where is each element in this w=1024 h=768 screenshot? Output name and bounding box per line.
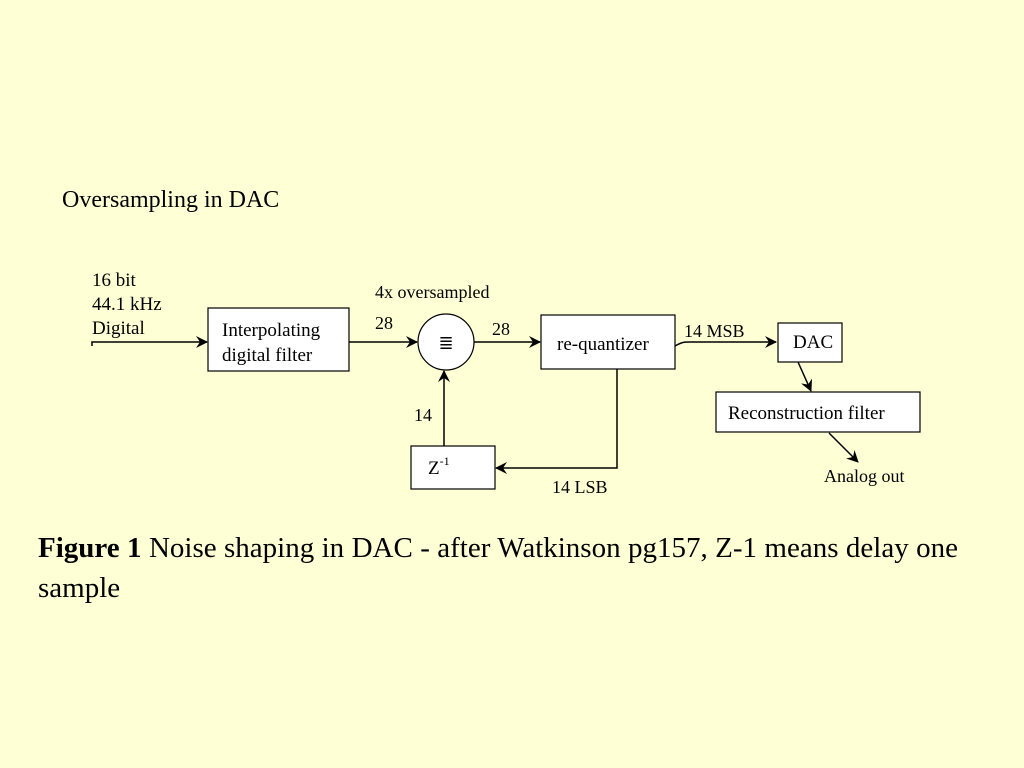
diagram-title: Oversampling in DAC xyxy=(62,187,280,213)
delay-base: Z xyxy=(428,458,440,479)
reconstruction-filter-block: Reconstruction filter xyxy=(715,391,921,433)
oversampled-label: 4x oversampled xyxy=(375,282,489,302)
msb-arrow xyxy=(674,336,777,348)
input-label-digital: Digital xyxy=(92,318,145,339)
feedback-width-label: 14 xyxy=(414,405,432,425)
msb-label: 14 MSB xyxy=(684,321,745,341)
delay-label: Z-1 xyxy=(428,454,450,479)
requantizer-label: re-quantizer xyxy=(557,334,649,355)
filter-out-width-label: 28 xyxy=(375,313,393,333)
dac-label: DAC xyxy=(793,332,833,353)
interpolating-filter-block: Interpolating digital filter xyxy=(207,307,350,372)
lsb-label: 14 LSB xyxy=(552,477,608,497)
interpolating-filter-label-line1: Interpolating xyxy=(222,320,321,341)
summing-junction: ≣ xyxy=(417,313,475,371)
analog-out-arrow xyxy=(828,432,859,463)
caption-text: Noise shaping in DAC - after Watkinson p… xyxy=(38,532,958,604)
figure-caption: Figure 1 Noise shaping in DAC - after Wa… xyxy=(38,528,958,608)
input-label-bits: 16 bit xyxy=(92,270,137,291)
interpolating-filter-label-line2: digital filter xyxy=(222,345,313,366)
analog-out-label: Analog out xyxy=(824,466,905,486)
delay-block: Z-1 xyxy=(410,445,496,490)
adder-out-width-label: 28 xyxy=(492,319,510,339)
reconstruction-filter-label: Reconstruction filter xyxy=(728,403,885,424)
input-label-rate: 44.1 kHz xyxy=(92,294,162,315)
requantizer-block: re-quantizer xyxy=(540,314,676,370)
caption-label: Figure 1 xyxy=(38,532,142,564)
lsb-feedback-arrow xyxy=(495,369,618,474)
delay-exponent: -1 xyxy=(440,454,450,468)
dac-block: DAC xyxy=(777,322,843,363)
dac-to-reconstruction-arrow xyxy=(797,361,812,392)
input-arrow xyxy=(91,336,208,348)
summing-junction-symbol: ≣ xyxy=(438,333,453,353)
